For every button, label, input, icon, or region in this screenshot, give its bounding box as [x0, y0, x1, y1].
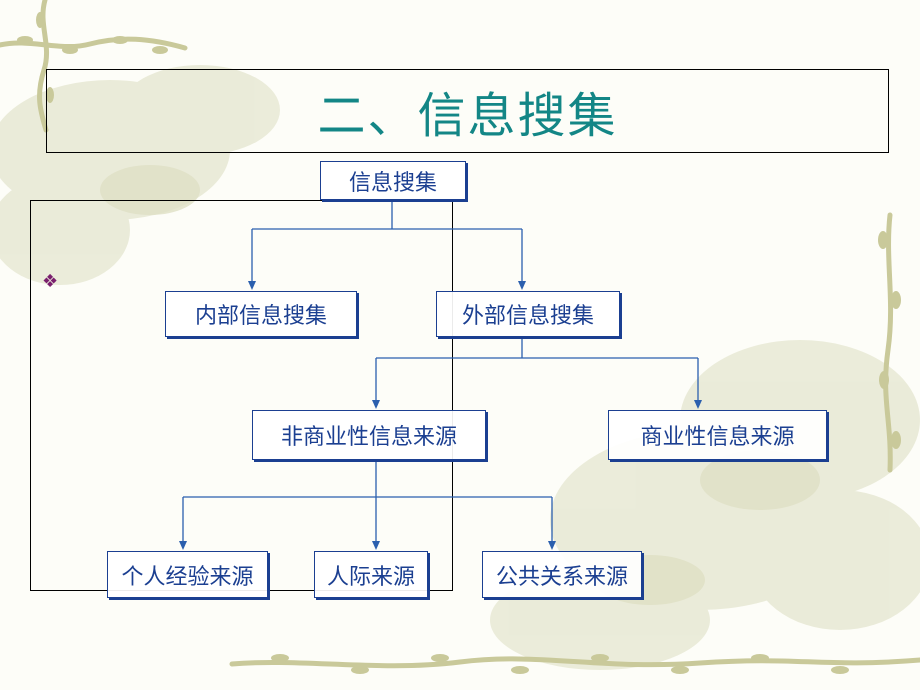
node-internal-search: 内部信息搜集 [165, 291, 357, 337]
node-external-search: 外部信息搜集 [436, 291, 620, 337]
node-non-commercial-source: 非商业性信息来源 [252, 410, 486, 460]
node-interpersonal-source: 人际来源 [314, 551, 428, 598]
node-root: 信息搜集 [320, 161, 466, 200]
node-personal-experience-source: 个人经验来源 [107, 551, 268, 598]
bullet-icon: ❖ [42, 271, 59, 292]
content-frame [30, 200, 453, 591]
slide-title: 二、信息搜集 [46, 69, 889, 153]
node-public-relations-source: 公共关系来源 [482, 551, 642, 598]
node-commercial-source: 商业性信息来源 [608, 410, 827, 460]
